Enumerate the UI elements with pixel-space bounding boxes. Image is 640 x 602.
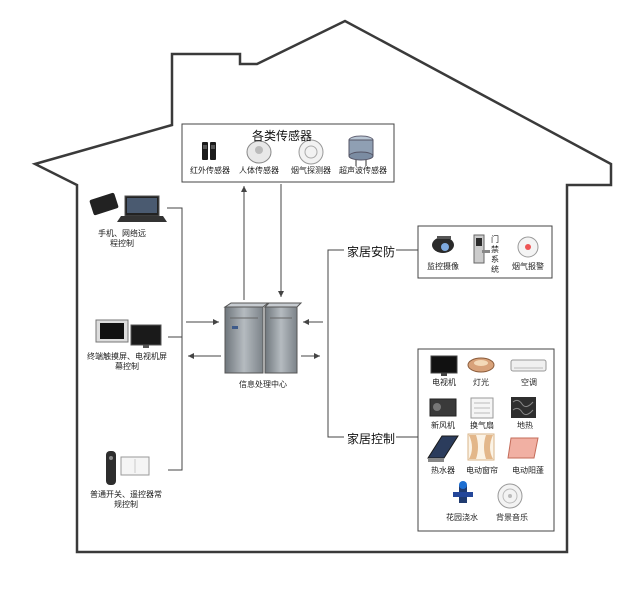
ventilator-icon (429, 398, 457, 417)
speaker-icon (497, 483, 523, 509)
sensors-title: 各类传感器 (252, 129, 313, 143)
screen-control-label: 终端触摸屏、电视机屏幕控制 (87, 352, 167, 371)
right-bracket (327, 249, 344, 438)
camera-icon (432, 236, 454, 253)
security-label-door: 门禁系统 (491, 235, 499, 274)
control-title: 家居控制 (347, 432, 396, 446)
control-label-fan: 换气扇 (470, 421, 494, 430)
sensor-label-body: 人体传感器 (239, 166, 279, 175)
ceiling-light-icon (467, 357, 495, 373)
control-label-music: 背景音乐 (496, 513, 528, 522)
curtain-icon (467, 433, 495, 461)
sensor-label-smoke: 烟气探测器 (291, 166, 331, 175)
sprinkler-icon (453, 481, 473, 503)
infrared-sensor-icon (202, 142, 216, 160)
security-label-smoke: 烟气报警 (512, 262, 544, 271)
exhaust-fan-icon (470, 397, 494, 419)
awning-icon (507, 437, 539, 459)
air-conditioner-icon (510, 359, 547, 372)
control-label-awning: 电动阳蓬 (512, 466, 544, 475)
water-heater-icon (427, 435, 459, 462)
tv-icon (430, 355, 458, 376)
house-outline (31, 19, 613, 554)
server-icon (223, 302, 303, 374)
control-label-light: 灯光 (473, 378, 489, 387)
remote-control-label: 手机、网络远程控制 (98, 229, 146, 248)
control-label-sprinkler: 花园浇水 (446, 513, 478, 522)
sensor-label-infrared: 红外传感器 (190, 166, 230, 175)
smoke-alarm-icon (517, 236, 539, 258)
switch-control-label: 普通开关、遥控器常规控制 (90, 490, 162, 509)
door-lock-icon (473, 234, 490, 264)
touchscreen-tv-icon (95, 319, 162, 348)
sensor-label-ultrasonic: 超声波传感器 (339, 166, 387, 175)
center-label: 信息处理中心 (239, 380, 287, 389)
control-label-tv: 电视机 (432, 378, 456, 387)
control-label-ventilator: 新风机 (431, 421, 455, 430)
control-label-heater: 热水器 (431, 466, 455, 475)
smoke-detector-icon (298, 139, 324, 165)
control-label-curtain: 电动窗帘 (466, 466, 498, 475)
body-sensor-icon (246, 140, 272, 164)
control-label-ac: 空调 (521, 378, 537, 387)
floor-heating-icon (511, 397, 536, 418)
phone-laptop-icon (89, 192, 167, 222)
control-label-floor: 地热 (517, 421, 533, 430)
security-label-camera: 监控摄像 (427, 262, 459, 271)
ultrasonic-sensor-icon (348, 135, 374, 166)
left-bracket (167, 207, 183, 471)
security-title: 家居安防 (347, 245, 396, 259)
remote-switch-icon (106, 451, 150, 485)
